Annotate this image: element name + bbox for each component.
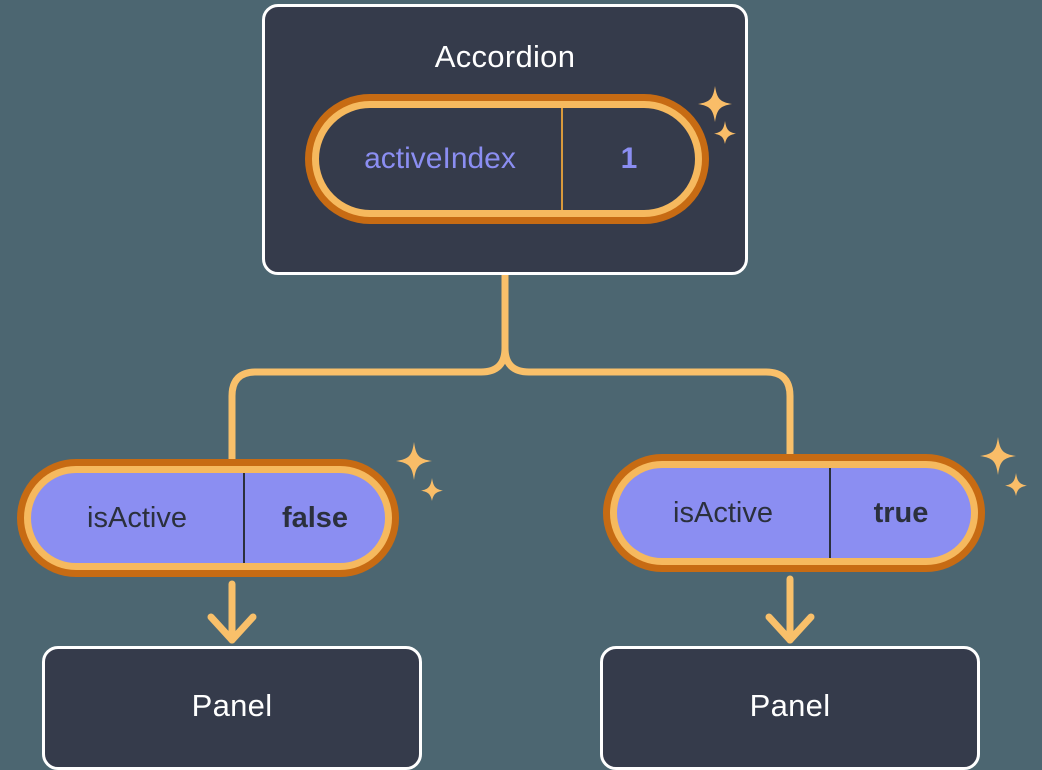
- prop-key-is-active-right: isActive: [673, 496, 773, 529]
- branch-right-path: [501, 271, 794, 465]
- prop-key-is-active-left: isActive: [87, 501, 187, 534]
- state-value-active-index: 1: [620, 142, 638, 175]
- panel-component-card-right[interactable]: Panel: [600, 646, 980, 770]
- arrow-left-head: [207, 613, 257, 644]
- state-pill-active-index[interactable]: activeIndex 1: [312, 101, 702, 217]
- branch-left-path: [228, 271, 509, 470]
- sparkle-icon: [980, 437, 1027, 496]
- prop-pill-is-active-false[interactable]: isActive false: [24, 466, 392, 570]
- prop-pill-is-active-true[interactable]: isActive true: [610, 461, 978, 565]
- pill-divider: [243, 473, 245, 563]
- panel-title-left: Panel: [191, 688, 273, 723]
- prop-value-is-active-left: false: [281, 501, 349, 534]
- pill-divider: [829, 468, 831, 558]
- state-key-active-index: activeIndex: [364, 142, 516, 175]
- accordion-title: Accordion: [434, 39, 576, 74]
- panel-component-card-left[interactable]: Panel: [42, 646, 422, 770]
- arrow-right-head: [765, 613, 815, 644]
- pill-divider: [561, 108, 563, 210]
- panel-title-right: Panel: [749, 688, 831, 723]
- prop-value-is-active-right: true: [873, 496, 929, 529]
- sparkle-icon: [396, 442, 443, 501]
